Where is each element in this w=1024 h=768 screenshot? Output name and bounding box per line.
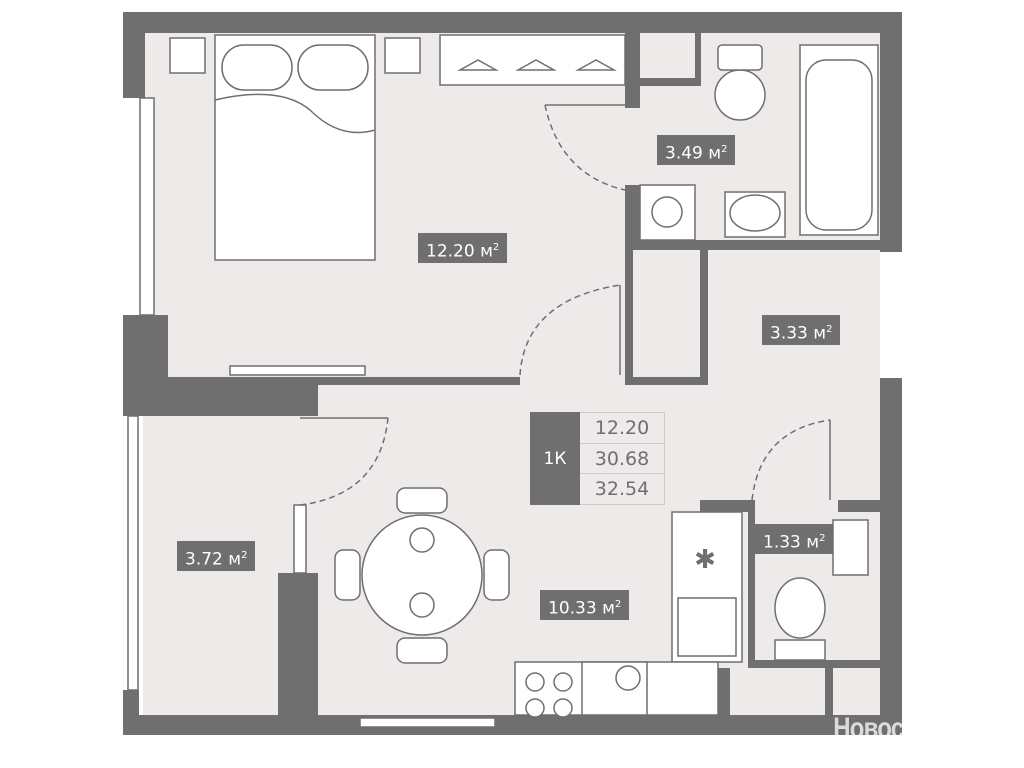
area-unit: м bbox=[708, 143, 722, 164]
room-area-wc: 1.33 м2 bbox=[755, 524, 834, 554]
dining-table bbox=[334, 487, 510, 664]
wc-fixtures bbox=[774, 519, 869, 661]
outer-walls bbox=[123, 12, 902, 735]
area-value: 1.33 bbox=[763, 532, 801, 553]
windows bbox=[127, 97, 496, 728]
area-unit: м bbox=[228, 549, 242, 570]
area-exp: 2 bbox=[721, 144, 728, 155]
kitchen-set: ✱ bbox=[514, 511, 743, 718]
doors bbox=[299, 104, 831, 506]
interior-walls bbox=[168, 33, 880, 715]
bed bbox=[169, 34, 421, 261]
room-area-balcony: 3.72 м2 bbox=[177, 541, 256, 571]
area-unit: м bbox=[813, 323, 827, 344]
living-area: 12.20 bbox=[580, 413, 664, 444]
area-exp: 2 bbox=[614, 599, 622, 610]
area-value: 3.33 bbox=[770, 323, 808, 344]
area-unit: м bbox=[806, 532, 820, 553]
area-value: 12.20 bbox=[426, 241, 475, 262]
svg-text:✱: ✱ bbox=[694, 545, 716, 575]
wardrobe bbox=[439, 34, 626, 86]
area-exp: 2 bbox=[492, 242, 500, 253]
area-value: 3.49 bbox=[665, 143, 703, 164]
room-area-kitchen: 10.33 м2 bbox=[540, 590, 630, 620]
room-area-bedroom: 12.20 м2 bbox=[418, 233, 508, 263]
area-value: 3.72 bbox=[185, 549, 223, 570]
area-without-balcony: 30.68 bbox=[580, 444, 664, 475]
area-unit: м bbox=[602, 598, 615, 619]
area-exp: 2 bbox=[241, 550, 248, 561]
watermark: Новострой-СПб bbox=[833, 712, 1011, 745]
room-area-hallway: 3.33 м2 bbox=[762, 315, 841, 345]
area-value: 10.33 bbox=[548, 598, 597, 619]
room-area-bathroom: 3.49 м2 bbox=[657, 135, 736, 165]
apartment-summary: 1К 12.20 30.68 32.54 bbox=[530, 412, 665, 505]
unit-type: 1К bbox=[530, 412, 580, 505]
area-exp: 2 bbox=[819, 533, 826, 544]
total-area: 32.54 bbox=[594, 478, 650, 501]
area-exp: 2 bbox=[826, 324, 833, 335]
bathroom-fixtures bbox=[639, 44, 879, 241]
area-unit: м bbox=[480, 241, 493, 262]
